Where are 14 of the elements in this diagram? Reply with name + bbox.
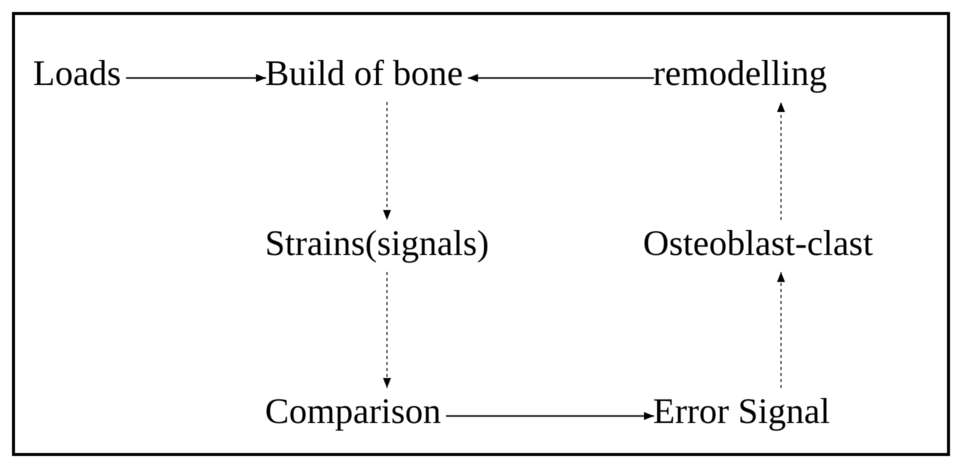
node-label: Build of bone <box>265 53 463 93</box>
arrow <box>777 272 785 388</box>
arrow <box>383 272 391 388</box>
arrow <box>446 412 654 420</box>
arrow <box>468 74 654 82</box>
arrow <box>383 102 391 220</box>
node-label: Comparison <box>265 391 441 431</box>
node-label: Loads <box>33 53 121 93</box>
node-label: Error Signal <box>653 391 830 431</box>
node-label: Osteoblast-clast <box>643 223 873 263</box>
node-label: Strains(signals) <box>265 223 489 263</box>
node-label: remodelling <box>653 53 827 93</box>
arrow <box>777 102 785 220</box>
arrow <box>126 74 266 82</box>
